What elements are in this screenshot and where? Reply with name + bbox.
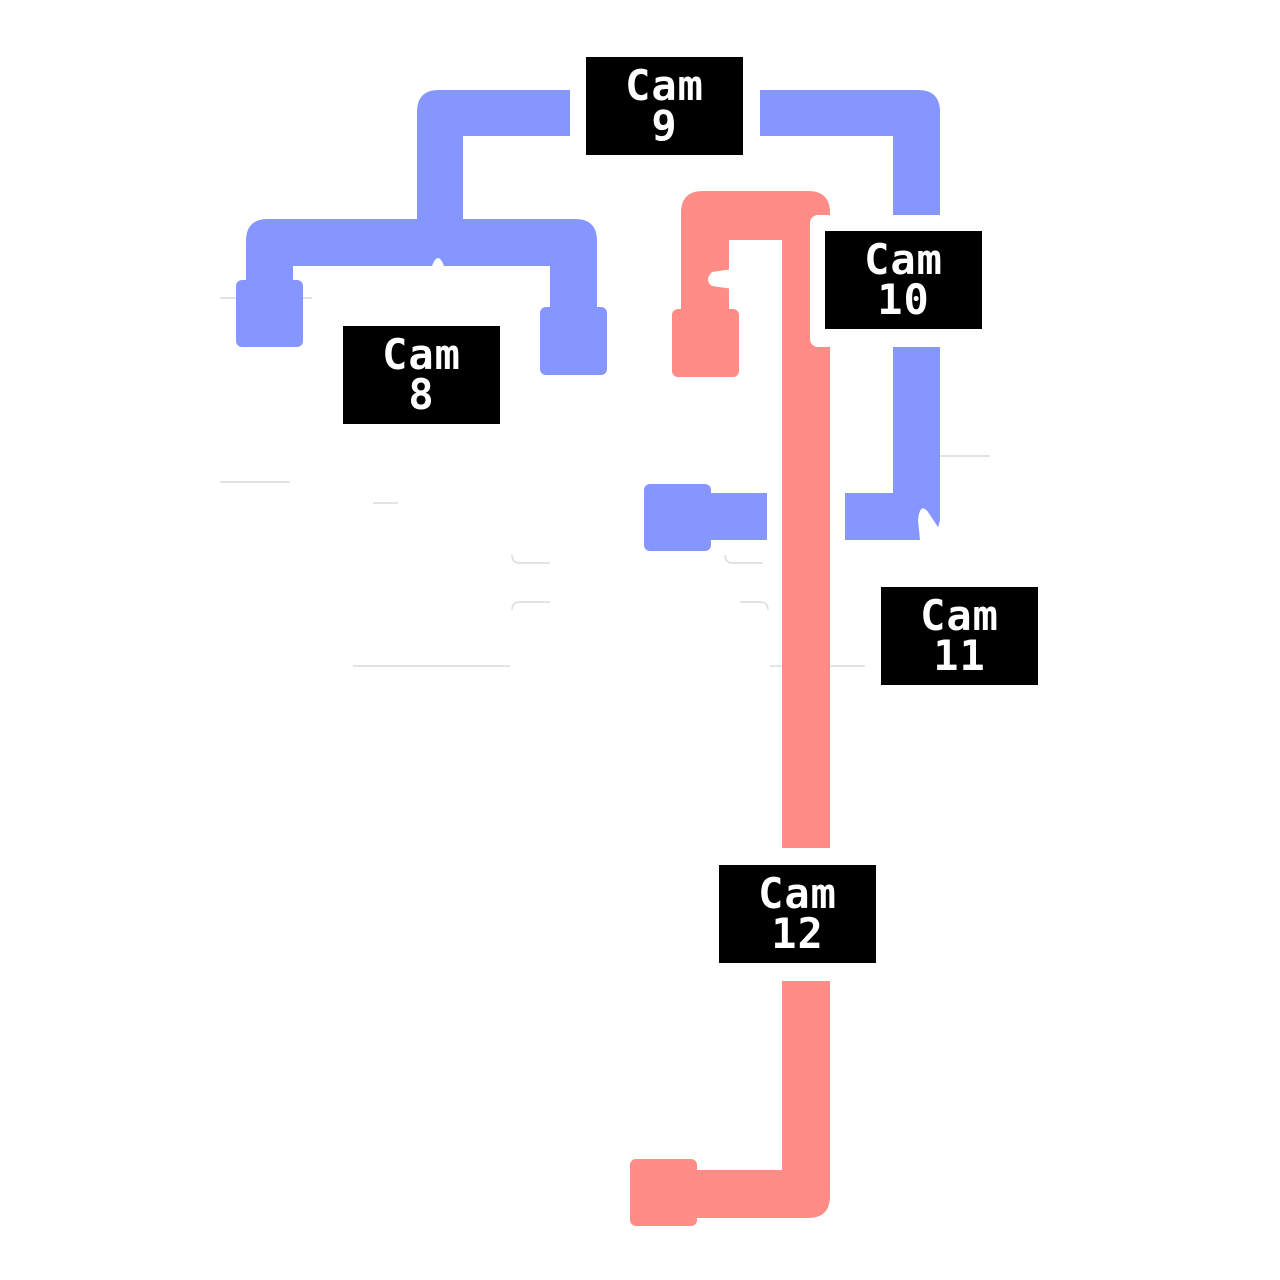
cam-11-button[interactable]: Cam 11 — [881, 587, 1038, 685]
red-room-lower — [630, 1159, 697, 1226]
blue-route — [236, 90, 940, 551]
blue-room-center — [644, 484, 711, 551]
cam-number: 8 — [408, 370, 435, 419]
blue-room-left — [236, 280, 303, 347]
cam-12-button[interactable]: Cam 12 — [719, 865, 876, 963]
cam-number: 9 — [651, 101, 678, 150]
cam-label: Cam — [758, 869, 837, 918]
cam-number: 12 — [771, 909, 824, 958]
red-room-upper — [672, 309, 739, 377]
cam-10-button[interactable]: Cam 10 — [825, 231, 982, 329]
cam-label: Cam — [625, 61, 704, 110]
red-route — [630, 191, 830, 1226]
cam-8-button[interactable]: Cam 8 — [343, 326, 500, 424]
blue-room-right — [540, 307, 607, 375]
cam-9-button[interactable]: Cam 9 — [586, 57, 743, 155]
cam-number: 10 — [877, 275, 930, 324]
cam-number: 11 — [933, 631, 986, 680]
cam-label: Cam — [864, 235, 943, 284]
cam-label: Cam — [382, 330, 461, 379]
cam-label: Cam — [920, 591, 999, 640]
